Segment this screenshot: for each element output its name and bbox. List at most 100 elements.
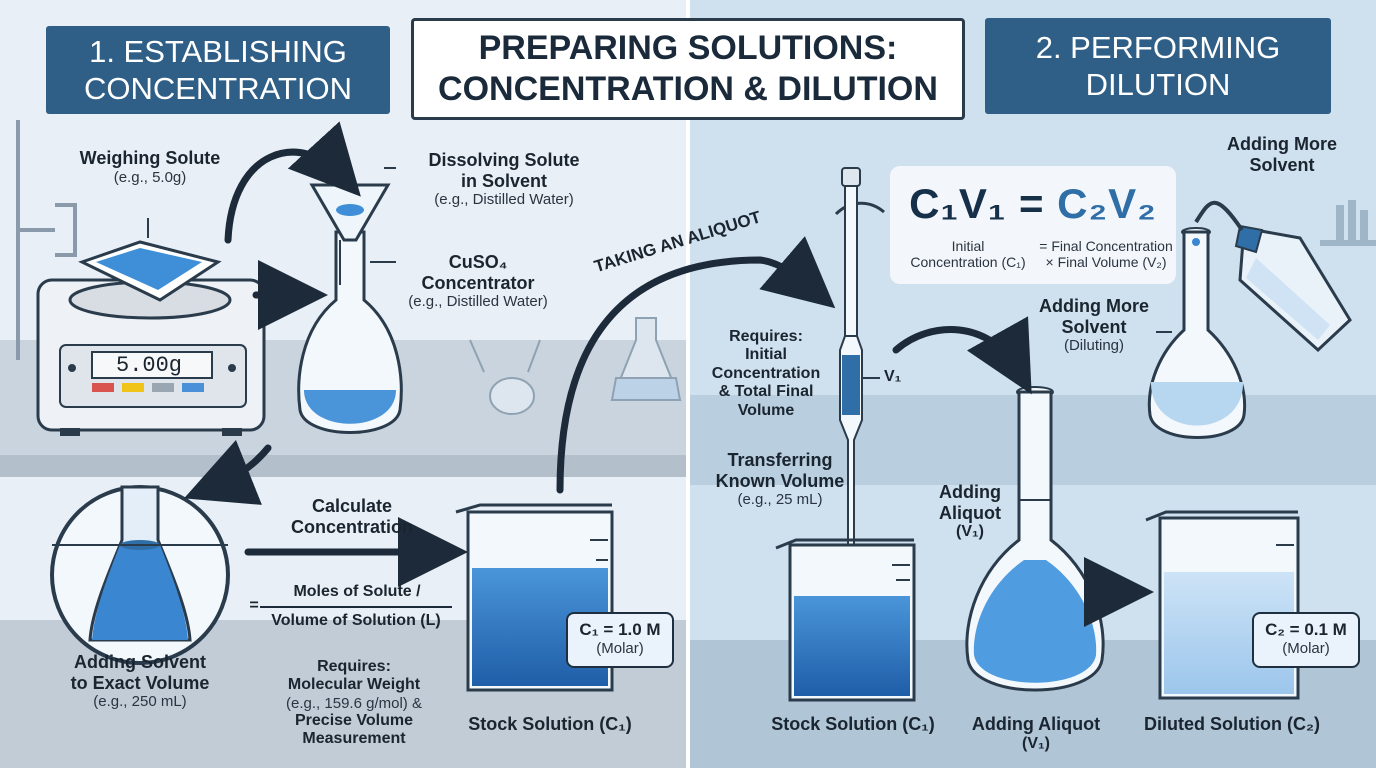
requires2-line5: Volume — [737, 401, 795, 419]
v1-mark: V₁ — [884, 368, 902, 385]
diluted-callout: C₂ = 0.1 M (Molar) — [1252, 612, 1360, 668]
ring-stand — [16, 120, 77, 360]
dissolving-line1: Dissolving Solute — [428, 150, 580, 170]
formula-left-line2: Concentration (C₁) — [910, 254, 1026, 271]
adding-aliquot-mid-line3: (V₁) — [956, 523, 984, 541]
left-bench-top — [0, 455, 688, 477]
requires2-line3: Concentration — [711, 364, 821, 382]
formula-equation: C₁V₁ = C₂V₂ — [890, 180, 1176, 228]
volumetric-flask-top — [297, 167, 403, 434]
arrow-aliquot — [556, 236, 836, 494]
formula-right-note: = Final Concentration × Final Volume (V₂… — [1036, 238, 1176, 270]
calculate-label: Calculate Concentration — [272, 496, 432, 537]
transferring-line2: Known Volume — [715, 470, 845, 491]
transferring-example: (e.g., 25 mL) — [737, 491, 823, 509]
dissolving-label: Dissolving Solute in Solvent (e.g., Dist… — [404, 150, 604, 209]
fraction-denominator: Volume of Solution (L) — [271, 612, 441, 629]
arrows — [184, 121, 1154, 627]
adding-solvent-line2: to Exact Volume — [70, 672, 210, 693]
dilution-formula: C₁V₁ = C₂V₂ Initial Concentration (C₁) =… — [890, 166, 1176, 284]
title-line2: CONCENTRATION & DILUTION — [438, 70, 938, 108]
diluted-beaker — [1145, 510, 1300, 700]
page-title: PREPARING SOLUTIONS: CONCENTRATION & DIL… — [411, 18, 965, 120]
pipette — [834, 167, 885, 584]
wash-bottle — [1194, 200, 1352, 353]
diluted-label: Diluted Solution (C₂) — [1144, 714, 1320, 734]
fraction-equals: = — [249, 597, 259, 614]
stock-left-callout-value: C₁ = 1.0 M — [579, 620, 661, 639]
stock-right-label: Stock Solution (C₁) — [771, 714, 935, 734]
cuso4-example: (e.g., Distilled Water) — [408, 293, 548, 311]
title-line1: PREPARING SOLUTIONS: — [478, 29, 898, 68]
cuso4-line2: Concentrator — [421, 272, 535, 293]
weighing-example: (e.g., 5.0g) — [113, 168, 187, 186]
adding-aliquot-bottom-line1: Adding Aliquot — [971, 714, 1101, 734]
flask-top-right — [1147, 227, 1247, 439]
requires2-label: Requires: Initial Concentration & Total … — [696, 328, 836, 420]
adding-aliquot-mid-line1: Adding — [939, 482, 1001, 502]
diluted-callout-value: C₂ = 0.1 M — [1265, 620, 1347, 639]
requires1-line2: Molecular Weight — [287, 676, 421, 694]
stock-beaker-right — [775, 538, 916, 702]
requires2-line1: Requires: — [729, 328, 803, 345]
section2-line2: DILUTION — [1085, 67, 1231, 102]
formula-right-line2: × Final Volume (V₂) — [1045, 254, 1167, 271]
transferring-line1: Transferring — [727, 450, 833, 470]
adding-more-mid-sub: (Diluting) — [1063, 337, 1124, 355]
formula-c2v2: C₂V₂ — [1057, 180, 1157, 227]
section2-line1: 2. PERFORMING — [1035, 29, 1281, 65]
formula-left-note: Initial Concentration (C₁) — [898, 238, 1038, 270]
weighing-label: Weighing Solute (e.g., 5.0g) — [60, 148, 240, 186]
arrow-pipette-to-flask — [892, 316, 1032, 395]
fraction-numerator: Moles of Solute / — [293, 583, 421, 600]
magnifier — [50, 485, 230, 665]
adding-aliquot-mid-line2: Aliquot — [939, 502, 1001, 523]
requires1-line4: Precise Volume — [295, 712, 413, 730]
arrow-boat-to-flask — [224, 121, 361, 244]
requires2-line2: Initial — [745, 346, 787, 364]
bg-shelf — [1320, 200, 1376, 246]
section1-line1: 1. ESTABLISHING — [89, 33, 347, 69]
arrow-flask-to-magnifier — [184, 439, 272, 505]
volumetric-flask-right — [965, 386, 1105, 692]
adding-more-top-line1: Adding More — [1227, 134, 1337, 154]
adding-more-top-label: Adding More Solvent — [1212, 134, 1352, 175]
cuso4-line1: CuSO₄ — [448, 252, 508, 272]
balance — [36, 278, 266, 436]
formula-c1v1: C₁V₁ — [909, 180, 1007, 227]
adding-aliquot-mid-label: Adding Aliquot (V₁) — [920, 482, 1020, 542]
adding-more-mid-line2: Solvent — [1061, 316, 1127, 337]
scale-display: 5.00g — [116, 353, 183, 378]
adding-aliquot-bottom-line2: (V₁) — [1022, 734, 1050, 752]
calculate-line2: Concentration — [290, 516, 413, 537]
adding-aliquot-bottom-label: Adding Aliquot (V₁) — [956, 714, 1116, 753]
calculate-line1: Calculate — [311, 496, 393, 516]
adding-more-top-line2: Solvent — [1249, 154, 1315, 175]
adding-solvent-label: Adding Solvent to Exact Volume (e.g., 25… — [52, 652, 228, 711]
requires2-line4: & Total Final — [718, 383, 814, 401]
cuso4-label: CuSO₄ Concentrator (e.g., Distilled Wate… — [390, 252, 566, 311]
stock-left-callout: C₁ = 1.0 M (Molar) — [566, 612, 674, 668]
weighing-title: Weighing Solute — [79, 148, 221, 168]
section1-line2: CONCENTRATION — [83, 71, 353, 106]
dissolving-line2: in Solvent — [460, 170, 547, 191]
panel-divider — [686, 0, 690, 768]
adding-solvent-line1: Adding Solvent — [74, 652, 206, 672]
adding-solvent-example: (e.g., 250 mL) — [93, 693, 187, 711]
diluted-callout-unit: (Molar) — [1282, 640, 1330, 657]
formula-left-line1: Initial — [951, 238, 985, 254]
weigh-boat — [78, 218, 222, 302]
requires1-line3: (e.g., 159.6 g/mol) & — [286, 694, 422, 712]
section1-header: 1. ESTABLISHING CONCENTRATION — [46, 26, 390, 114]
stock-left-callout-unit: (Molar) — [596, 640, 644, 657]
bg-glassware — [469, 317, 682, 415]
requires1-line1: Requires: — [317, 658, 391, 675]
transferring-label: Transferring Known Volume (e.g., 25 mL) — [700, 450, 860, 509]
adding-more-mid-line1: Adding More — [1039, 296, 1149, 316]
formula-equals: = — [1018, 180, 1045, 227]
adding-more-mid-label: Adding More Solvent (Diluting) — [1024, 296, 1164, 355]
requires1-label: Requires: Molecular Weight (e.g., 159.6 … — [262, 658, 446, 749]
section2-header: 2. PERFORMING DILUTION — [985, 18, 1331, 114]
requires1-line5: Measurement — [302, 730, 406, 748]
